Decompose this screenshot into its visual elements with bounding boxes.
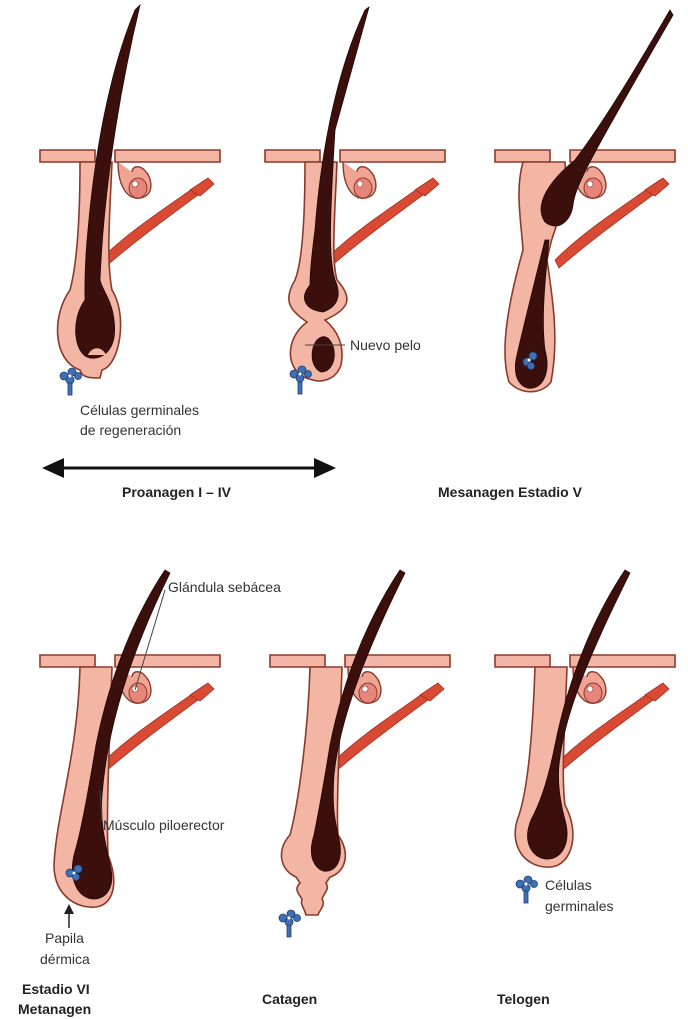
follicle-proanagen-2 <box>265 7 445 381</box>
stage-metanagen-2: Metanagen <box>18 1001 91 1017</box>
follicle-mesanagen <box>495 10 675 392</box>
follicle-telogen <box>495 570 675 867</box>
stage-mesanagen: Mesanagen Estadio V <box>438 484 583 500</box>
germinal-cells-catagen <box>279 910 301 937</box>
germinal-cells-telogen <box>516 876 538 903</box>
label-nuevo-pelo: Nuevo pelo <box>350 337 421 353</box>
label-celulas-regeneracion-1: Células germinales <box>80 402 199 418</box>
follicle-proanagen-1 <box>40 5 220 378</box>
label-musculo-piloerector: Músculo piloerector <box>103 817 225 833</box>
label-glandula-sebacea: Glándula sebácea <box>168 579 281 595</box>
follicle-catagen <box>270 570 450 915</box>
stage-proanagen: Proanagen I – IV <box>122 484 232 500</box>
label-papila-2: dérmica <box>40 951 90 967</box>
follicle-metanagen <box>40 570 220 907</box>
papila-arrow <box>64 904 74 928</box>
stage-telogen: Telogen <box>497 991 550 1007</box>
stage-catagen: Catagen <box>262 991 317 1007</box>
germinal-cells-2 <box>290 366 312 394</box>
label-papila-1: Papila <box>45 930 84 946</box>
stage-metanagen-1: Estadio VI <box>22 981 90 997</box>
label-celulas-germinales-2: germinales <box>545 898 613 914</box>
label-celulas-regeneracion-2: de regeneración <box>80 422 181 438</box>
proanagen-double-arrow <box>42 458 336 478</box>
label-celulas-germinales-1: Células <box>545 877 592 893</box>
germinal-cells-1 <box>60 368 82 395</box>
